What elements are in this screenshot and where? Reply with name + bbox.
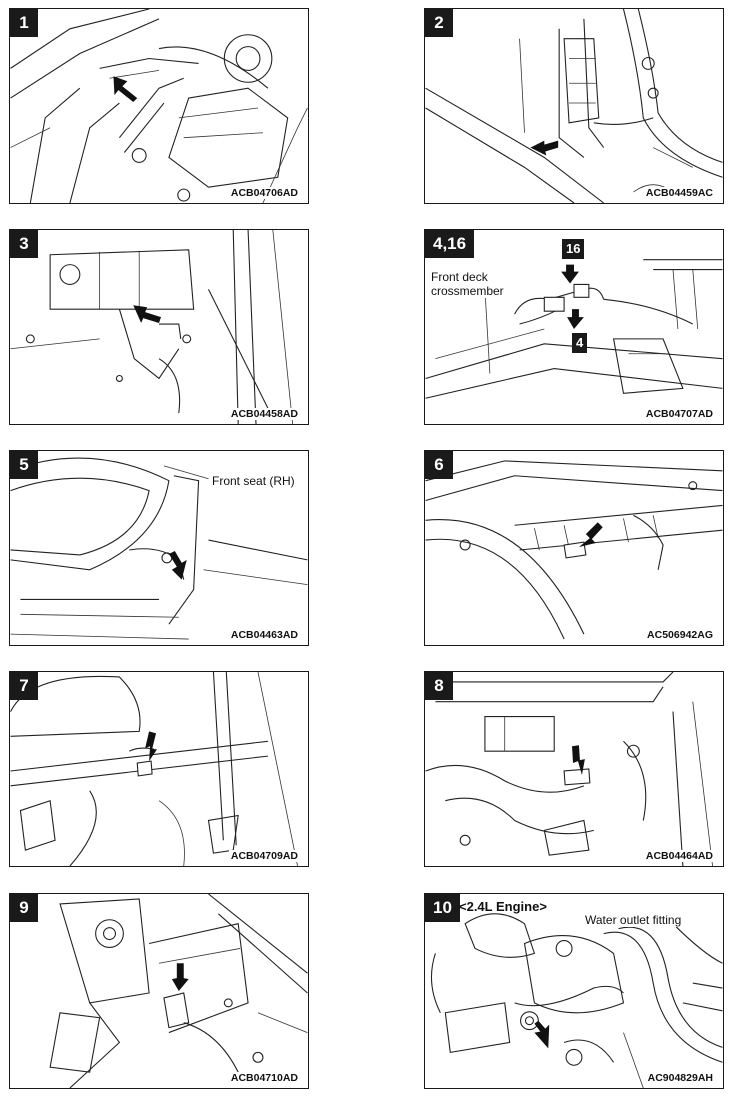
- figure-code: ACB04710AD: [228, 1072, 300, 1084]
- figure-code: ACB04458AD: [228, 408, 300, 420]
- pointer-arrow-icon: [530, 140, 559, 156]
- pointer-arrow-icon: [133, 305, 161, 324]
- diagram-panel-9: 9 ACB04710AD: [9, 893, 309, 1089]
- diagram-panel-2: 2 ACB04459AC: [424, 8, 724, 204]
- panel-8-illustration: [425, 672, 713, 866]
- diagram-panel-7: 7 ACB04709AD: [9, 671, 309, 867]
- figure-code: ACB04707AD: [643, 408, 715, 420]
- pointer-arrow-icon: [113, 76, 138, 103]
- pointer-arrow-icon: [561, 264, 579, 284]
- pointer-arrow-icon: [534, 1020, 550, 1049]
- panel-4-16-illustration: [425, 259, 723, 399]
- step-number-badge: 6: [425, 451, 453, 479]
- diagram-panel-10: 10 <2.4L Engine> Water outlet fitting AC…: [424, 893, 724, 1089]
- callout-16: 16: [562, 239, 585, 259]
- diagram-panel-4-16: 4,16 Front deck crossmember 16 4 ACB0470…: [424, 229, 724, 425]
- pointer-arrow-icon: [145, 731, 158, 762]
- panel-7-illustration: [10, 672, 298, 866]
- diagram-panel-3: 3 ACB04458AD: [9, 229, 309, 425]
- step-number-badge: 8: [425, 672, 453, 700]
- step-number-badge: 10: [425, 894, 460, 922]
- pointer-arrow-icon: [168, 550, 187, 580]
- figure-code: AC904829AH: [645, 1072, 715, 1084]
- diagram-panel-1: 1 ACB04706AD: [9, 8, 309, 204]
- pointer-arrow-icon: [567, 309, 584, 329]
- step-number-badge: 9: [10, 894, 38, 922]
- step-number-badge: 2: [425, 9, 453, 37]
- step-number-badge: 7: [10, 672, 38, 700]
- figure-code: ACB04463AD: [228, 629, 300, 641]
- step-number-badge: 3: [10, 230, 38, 258]
- pointer-arrow-icon: [572, 745, 585, 775]
- figure-code: AC506942AG: [645, 629, 715, 641]
- figure-code: ACB04706AD: [228, 187, 300, 199]
- panel-6-illustration: [425, 460, 723, 640]
- engine-variant-label: <2.4L Engine>: [459, 899, 547, 914]
- figure-code: ACB04464AD: [643, 850, 715, 862]
- figure-code: ACB04459AC: [643, 187, 715, 199]
- step-number-badge: 5: [10, 451, 38, 479]
- panel-1-illustration: [10, 9, 308, 203]
- step-number-badge: 1: [10, 9, 38, 37]
- diagram-panel-8: 8 ACB04464AD: [424, 671, 724, 867]
- diagram-panel-5: 5 Front seat (RH) ACB04463AD: [9, 450, 309, 646]
- front-deck-crossmember-label: Front deck crossmember: [429, 270, 506, 298]
- panel-5-illustration: [10, 457, 308, 640]
- figure-code: ACB04709AD: [228, 850, 300, 862]
- panel-9-illustration: [49, 894, 308, 1088]
- callout-4: 4: [572, 333, 588, 353]
- panel-2-illustration: [425, 9, 723, 203]
- step-number-badge: 4,16: [425, 230, 475, 258]
- pointer-arrow-icon: [578, 522, 603, 548]
- diagram-panel-6: 6 AC506942AG: [424, 450, 724, 646]
- panel-3-illustration: [10, 230, 294, 424]
- water-outlet-fitting-label: Water outlet fitting: [583, 913, 684, 927]
- panel-10-illustration: [430, 913, 723, 1088]
- front-seat-rh-label: Front seat (RH): [210, 474, 297, 488]
- pointer-arrow-icon: [171, 963, 189, 991]
